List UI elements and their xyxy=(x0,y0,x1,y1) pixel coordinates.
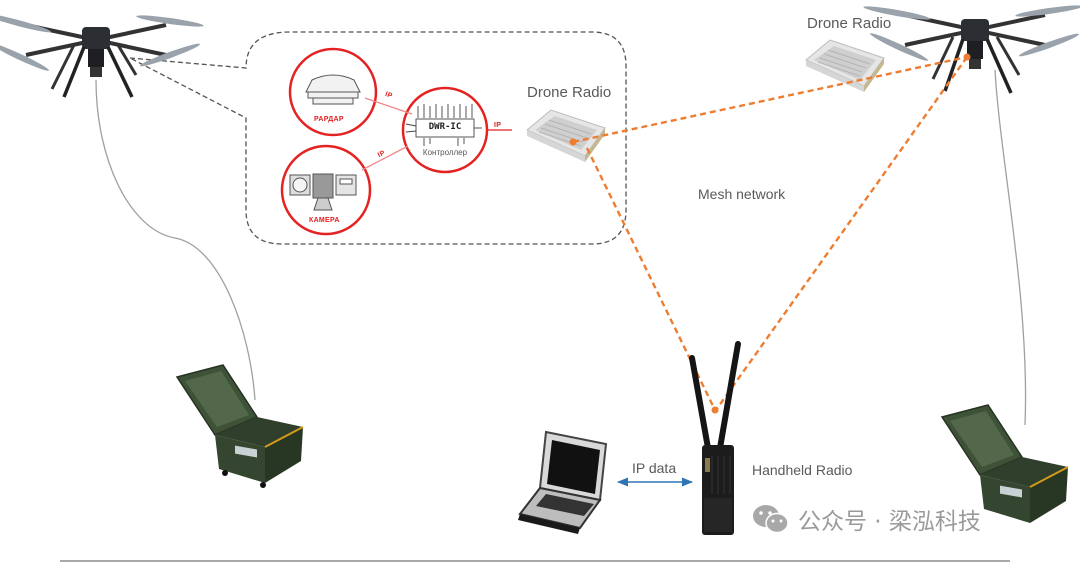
radar-node xyxy=(288,47,378,137)
handheld-radio-icon xyxy=(689,341,741,535)
drone-right-icon xyxy=(863,5,1080,94)
controller-name: DWR-IC xyxy=(428,122,462,132)
radar-label: РАРДАР xyxy=(314,116,344,123)
ip-link-radar xyxy=(364,97,413,115)
mesh-network-label: Mesh network xyxy=(698,186,786,202)
radar-icon xyxy=(305,74,361,105)
drone-radio-left-label: Drone Radio xyxy=(527,84,612,101)
wechat-icon xyxy=(753,505,789,534)
tether-right xyxy=(994,69,1027,426)
drone-left-icon xyxy=(0,13,204,98)
chip-icon xyxy=(405,104,482,146)
mesh-link-radio-to-drone-right xyxy=(572,55,968,144)
mesh-node-dot xyxy=(963,53,971,61)
ip-label-radio: IP xyxy=(494,122,502,129)
callout-box xyxy=(129,31,627,245)
drone-radio-right-label: Drone Radio xyxy=(807,15,892,32)
handheld-radio-label: Handheld Radio xyxy=(752,462,853,478)
ground-unit-right-icon xyxy=(940,404,1069,523)
camera-node xyxy=(280,144,372,236)
camera-icon xyxy=(289,173,357,211)
ip-link-camera xyxy=(361,145,409,171)
mesh-link-drone-right-to-handheld xyxy=(715,56,968,411)
mesh-links xyxy=(572,55,968,411)
drone-radio-left-icon xyxy=(526,109,606,162)
camera-label: КАМЕРА xyxy=(309,217,340,224)
controller-caption: Контроллер xyxy=(422,148,468,157)
watermark-text: 公众号 · 梁泓科技 xyxy=(798,509,981,535)
mesh-node-dot xyxy=(569,138,577,146)
laptop-icon xyxy=(518,430,608,534)
mesh-node-dot xyxy=(711,406,719,414)
ip-data-label: IP data xyxy=(632,460,677,476)
tether-left xyxy=(95,79,256,401)
ground-unit-left-icon xyxy=(175,364,304,488)
watermark: 公众号 · 梁泓科技 xyxy=(752,502,981,536)
drone-radio-right-icon xyxy=(805,39,885,92)
